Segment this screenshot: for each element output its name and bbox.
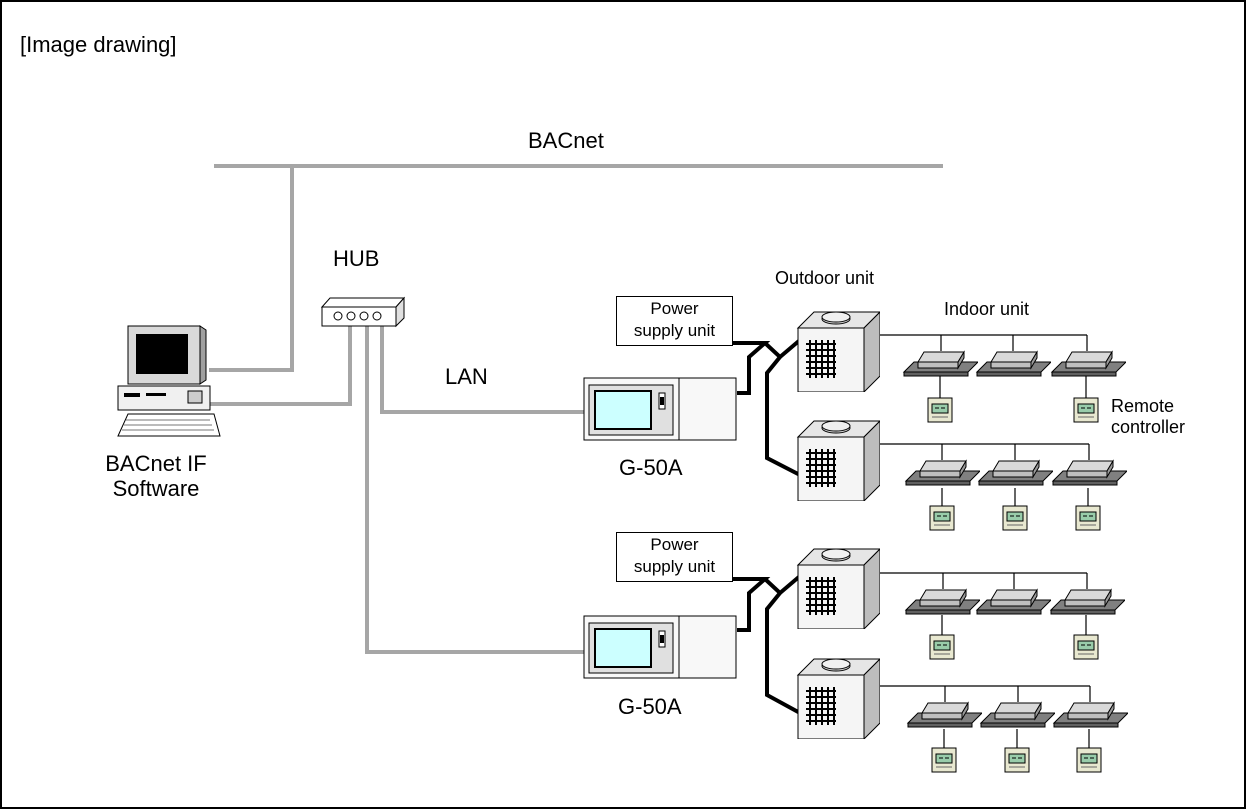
outdoor-unit-icon — [797, 658, 880, 739]
page-title: [Image drawing] — [20, 32, 177, 57]
remote-controller-icon — [1073, 397, 1099, 423]
power-supply-unit-2: Power supply unit — [616, 532, 733, 582]
indoor-unit-icon — [903, 351, 978, 377]
indoor-unit-icon — [907, 702, 982, 728]
remote-controller-icon — [929, 505, 955, 531]
hub-label: HUB — [333, 246, 380, 271]
hub-icon — [320, 296, 406, 328]
power-supply-line2: supply unit — [633, 321, 716, 340]
remote-controller-icon — [1075, 505, 1101, 531]
remote-controller-icon — [1076, 747, 1102, 773]
g50a-label-2: G-50A — [618, 694, 682, 719]
g50a-controller-icon — [583, 615, 737, 679]
outdoor-unit-label: Outdoor unit — [775, 268, 875, 288]
outdoor-unit-icon — [797, 420, 880, 501]
indoor-unit-icon — [905, 589, 980, 615]
outdoor-unit-icon — [797, 311, 880, 392]
power-supply-line2: supply unit — [633, 557, 716, 576]
indoor-unit-icon — [1051, 351, 1126, 377]
indoor-unit-icon — [976, 351, 1051, 377]
indoor-unit-icon — [980, 702, 1055, 728]
indoor-unit-label: Indoor unit — [944, 299, 1030, 319]
power-supply-unit-1: Power supply unit — [616, 296, 733, 346]
bacnet-label: BACnet — [528, 128, 604, 153]
remote-controller-icon — [1073, 634, 1099, 660]
indoor-unit-icon — [978, 460, 1053, 486]
network-lines — [209, 164, 943, 654]
indoor-unit-icon — [1050, 589, 1125, 615]
indoor-unit-icon — [1053, 702, 1128, 728]
hub-g50a-1-link — [380, 325, 586, 414]
remote-controller-icon — [929, 634, 955, 660]
indoor-unit-icon — [1052, 460, 1127, 486]
pc-workstation-icon — [117, 325, 221, 437]
g50a-label-1: G-50A — [619, 455, 683, 480]
power-lines — [730, 338, 802, 715]
indoor-unit-icon — [905, 460, 980, 486]
hub-g50a-2-link — [365, 325, 586, 654]
g50a-controller-icon — [583, 377, 737, 441]
remote-controller-icon — [931, 747, 957, 773]
pc-hub-link — [209, 325, 352, 406]
power-supply-line1: Power — [650, 535, 699, 554]
remote-controller-icon — [1002, 505, 1028, 531]
outdoor-unit-icon — [797, 548, 880, 629]
indoor-wiring — [880, 334, 1091, 748]
remote-controller-label: Remote controller — [1111, 396, 1185, 437]
pc-bacnet-link — [209, 166, 294, 372]
pc-label-line1: BACnet IF — [105, 451, 207, 476]
lan-label: LAN — [445, 364, 488, 389]
remote-label-line2: controller — [1111, 416, 1186, 437]
remote-controller-icon — [927, 397, 953, 423]
pc-label-line2: Software — [112, 476, 200, 502]
remote-label-line1: Remote — [1111, 396, 1175, 416]
pc-label: BACnet IF Software — [86, 451, 226, 502]
power-supply-line1: Power — [650, 299, 699, 318]
remote-controller-icon — [1004, 747, 1030, 773]
indoor-unit-icon — [976, 589, 1051, 615]
